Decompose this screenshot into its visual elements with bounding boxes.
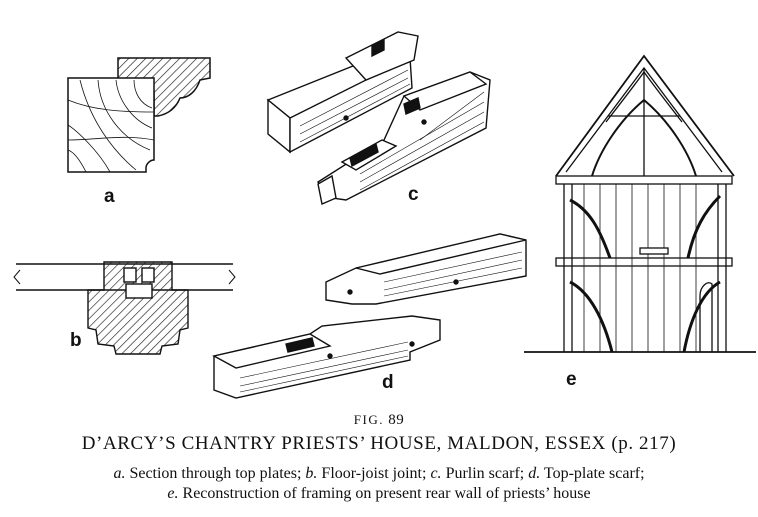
drawing-c-purlin-scarf (266, 31, 491, 205)
drawing-e-wall-framing (524, 54, 756, 353)
caption-text-c: Purlin scarf; (441, 465, 529, 482)
panel-label-d: d (382, 372, 394, 393)
caption-text-a: Section through top plates; (125, 465, 306, 482)
panel-label-b: b (70, 330, 82, 351)
caption-key-b: b. (305, 465, 318, 482)
caption-key-d: d. (528, 465, 541, 482)
drawing-a-top-plate-section (67, 57, 211, 173)
figure-title: D’ARCY’S CHANTRY PRIESTS’ HOUSE, MALDON,… (81, 433, 677, 454)
panel-label-a: a (104, 186, 115, 207)
caption-line-2: e. Reconstruction of framing on present … (0, 485, 758, 503)
caption-line-1: a. Section through top plates; b. Floor-… (0, 465, 758, 483)
caption-text-b: Floor-joist joint; (317, 465, 431, 482)
drawing-d-top-plate-scarf (212, 233, 527, 399)
figure-drawings: a b c (13, 31, 756, 399)
caption-text-e: Reconstruction of framing on present rea… (178, 485, 591, 502)
caption-key-a: a. (113, 465, 126, 482)
caption-text-d: Top-plate scarf; (540, 465, 645, 482)
figure-number: FIG. 89 (0, 412, 758, 429)
panel-label-e: e (566, 369, 577, 390)
caption-key-c: c. (430, 465, 442, 482)
drawing-b-floor-joist-joint (13, 261, 236, 355)
figure-number-value: 89 (388, 412, 405, 428)
caption-key-e: e. (167, 485, 179, 502)
figure-prefix: FIG. (353, 412, 384, 427)
panel-label-c: c (408, 184, 419, 205)
